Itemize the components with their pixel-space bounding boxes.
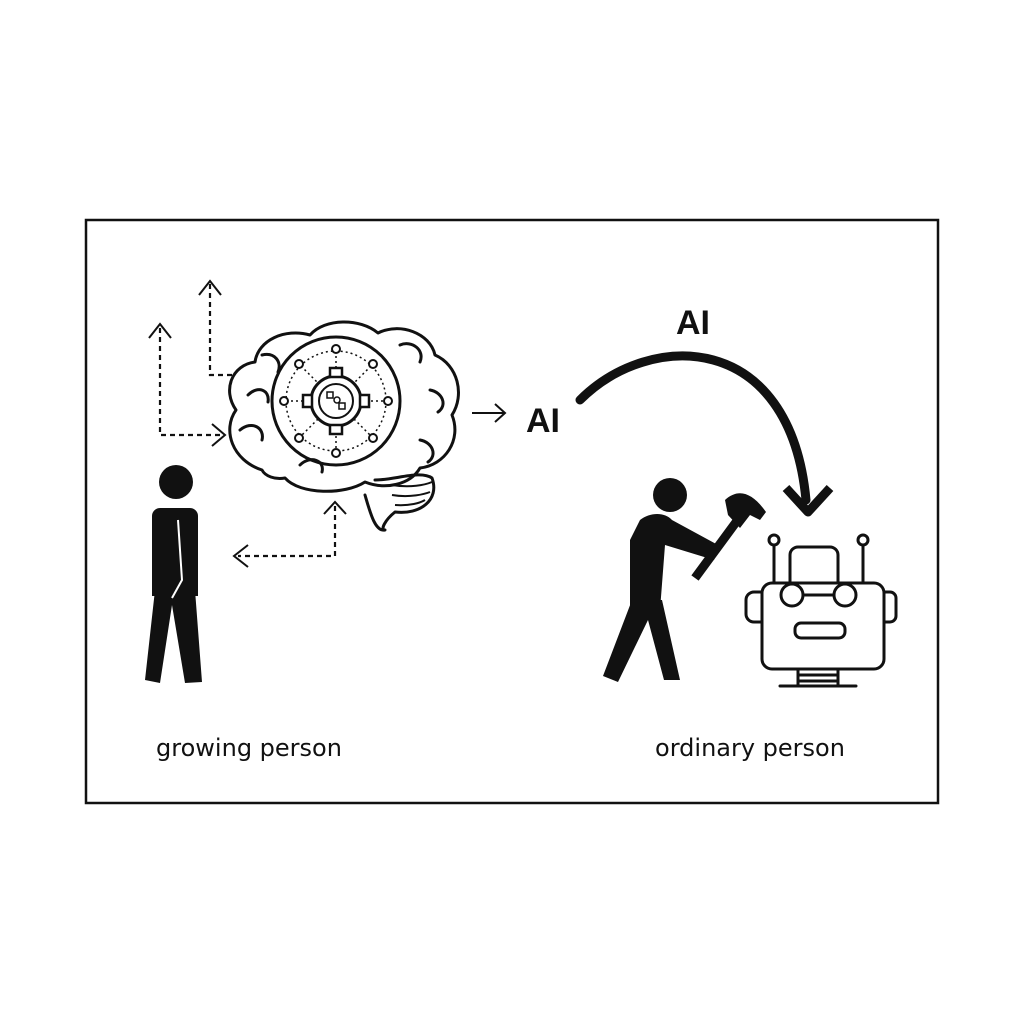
- ai-label-middle: AI: [526, 402, 560, 440]
- growing-person-figure: [145, 465, 202, 683]
- dashed-arrow-left: [232, 500, 347, 568]
- curved-arrow: [575, 351, 834, 517]
- brain-icon: [228, 320, 460, 532]
- growing-person-label: growing person: [156, 734, 342, 762]
- frame: [84, 218, 940, 805]
- ordinary-person-figure: [603, 478, 718, 682]
- ordinary-person-label: ordinary person: [655, 734, 845, 762]
- arrow-to-ai: [472, 403, 507, 423]
- dashed-arrow-up-right: [148, 322, 227, 447]
- ai-label-top: AI: [676, 304, 710, 342]
- hammer-icon: [691, 493, 766, 581]
- gear-icon: [301, 366, 371, 436]
- robot-icon: [744, 533, 898, 688]
- dashed-arrow-up-1: [198, 279, 232, 377]
